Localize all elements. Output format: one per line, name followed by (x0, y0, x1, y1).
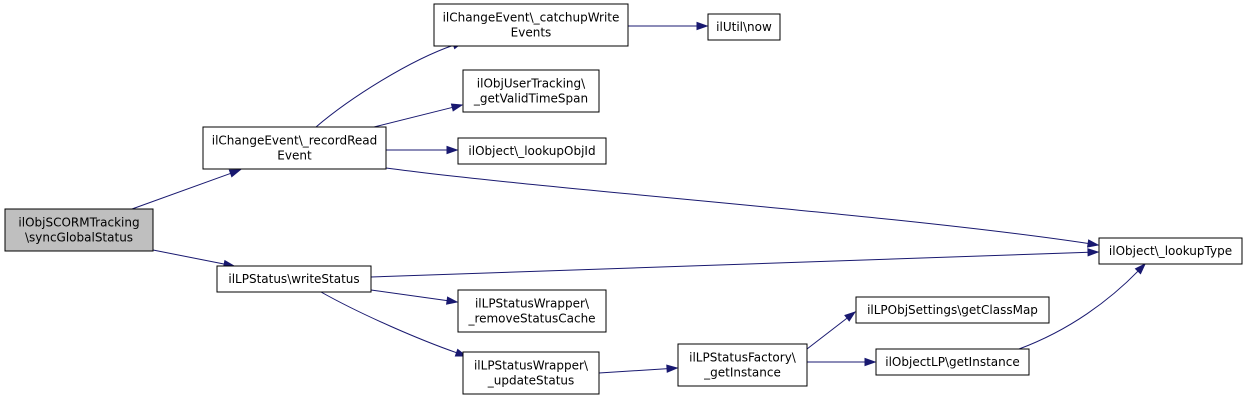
node-box (462, 69, 600, 113)
edge-writeStatus-to-updateStatus (320, 291, 458, 354)
edge-objectLP-to-lookupType (1018, 270, 1140, 350)
node-box (216, 265, 372, 293)
edge-updateStatus-to-factory (598, 368, 669, 374)
node-validTime[interactable]: ilObjUserTracking\_getValidTimeSpan (462, 69, 600, 113)
node-label-line: ilUtil\now (716, 20, 772, 34)
node-label-line: ilLPStatus\writeStatus (228, 272, 359, 286)
edge-recordRead-to-lookupType (385, 167, 1090, 245)
nodes-layer: ilObjSCORMTracking\syncGlobalStatus ilCha… (4, 3, 1243, 395)
node-box (462, 351, 600, 395)
edge-writeStatus-to-lookupType (370, 251, 1090, 278)
arrowhead-writeStatus-to-lookupType (1087, 248, 1100, 257)
arrowhead-recordRead-to-lookupObjId (446, 145, 459, 155)
node-objectLP[interactable]: ilObjectLP\getInstance (875, 348, 1030, 376)
edge-root-to-recordRead (131, 172, 232, 210)
node-factory[interactable]: ilLPStatusFactory\_getInstance (677, 343, 808, 387)
node-box (707, 13, 781, 41)
node-label-line: _updateStatus (487, 374, 575, 388)
edge-recordRead-to-catchup (315, 44, 455, 128)
arrowhead-updateStatus-to-factory (666, 364, 679, 373)
node-label-line: ilObjectLP\getInstance (885, 355, 1019, 369)
edge-recordRead-to-validTime (373, 106, 454, 128)
node-box (875, 348, 1030, 376)
node-label-line: ilObjSCORMTracking (18, 216, 139, 230)
node-box (433, 3, 629, 47)
arrowhead-factory-to-classMap (844, 311, 857, 322)
arrowhead-recordRead-to-lookupType (1086, 239, 1100, 248)
node-label-line: ilObject\_lookupObjId (468, 144, 595, 158)
node-removeCache[interactable]: ilLPStatusWrapper\_removeStatusCache (457, 289, 607, 333)
node-box (4, 208, 154, 252)
node-box (202, 126, 387, 170)
node-label-line: Event (277, 149, 312, 163)
node-classMap[interactable]: ilLPObjSettings\getClassMap (855, 296, 1050, 324)
node-label-line: Events (511, 26, 552, 40)
node-label-line: ilObject\_lookupType (1109, 244, 1232, 258)
node-root[interactable]: ilObjSCORMTracking\syncGlobalStatus (4, 208, 154, 252)
node-box (855, 296, 1050, 324)
edge-root-to-writeStatus (152, 249, 226, 265)
node-label-line: _getValidTimeSpan (473, 92, 588, 106)
node-box (677, 343, 808, 387)
edge-writeStatus-to-removeCache (370, 289, 449, 302)
node-box (457, 289, 607, 333)
node-label-line: ilLPObjSettings\getClassMap (867, 303, 1038, 317)
node-label-line: ilObjUserTracking\ (477, 77, 586, 91)
arrowhead-objectLP-to-lookupType (1134, 262, 1147, 275)
node-label-line: ilLPStatusWrapper\ (474, 359, 589, 373)
node-label-line: ilLPStatusWrapper\ (475, 297, 590, 311)
node-lookupObjId[interactable]: ilObject\_lookupObjId (457, 137, 607, 165)
node-now[interactable]: ilUtil\now (707, 13, 781, 41)
node-box (1098, 237, 1243, 265)
node-label-line: _getInstance (703, 366, 781, 380)
arrowhead-recordRead-to-validTime (450, 103, 464, 112)
node-writeStatus[interactable]: ilLPStatus\writeStatus (216, 265, 372, 293)
node-label-line: ilChangeEvent\_catchupWrite (443, 11, 620, 25)
arrowhead-root-to-recordRead (228, 169, 242, 178)
arrowhead-catchup-to-now (696, 21, 709, 31)
arrowhead-factory-to-objectLP (864, 357, 877, 367)
node-label-line: \syncGlobalStatus (25, 231, 133, 245)
node-label-line: _removeStatusCache (467, 312, 595, 326)
node-box (457, 137, 607, 165)
node-updateStatus[interactable]: ilLPStatusWrapper\_updateStatus (462, 351, 600, 395)
node-label-line: ilLPStatusFactory\ (689, 351, 797, 365)
edge-factory-to-classMap (806, 317, 849, 350)
node-lookupType[interactable]: ilObject\_lookupType (1098, 237, 1243, 265)
node-label-line: ilChangeEvent\_recordRead (212, 134, 378, 148)
arrowhead-writeStatus-to-removeCache (446, 296, 459, 305)
